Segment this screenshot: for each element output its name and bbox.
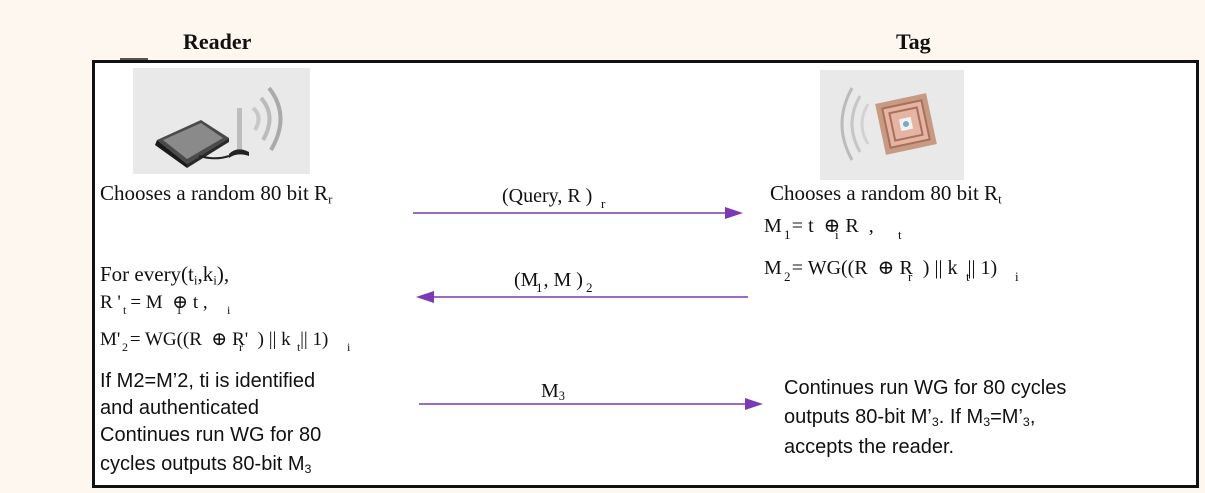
tag-m1-sub-1: 1 (784, 227, 791, 242)
frame-stub (120, 58, 148, 60)
tag-m1-equation: M = t ⊕ R , (764, 215, 874, 237)
reader-m2-sub-2: 2 (122, 340, 128, 354)
message-response-sub2: 2 (586, 280, 593, 295)
reader-for-every: For every(ti,ki), (100, 262, 230, 288)
tag-outputs-m3: outputs 80-bit M’3. If M3=M’3, (784, 406, 1036, 430)
reader-m2-sub-t: t (297, 340, 301, 354)
reader-continues: Continues run WG for 80 (100, 424, 322, 446)
rfid-reader-icon (133, 68, 310, 174)
message-m3-label: M3 (541, 380, 565, 404)
arrow-query-head (725, 207, 743, 219)
reader-rt-sub-i: i (227, 303, 231, 317)
tag-m2-sub-2: 2 (784, 269, 791, 284)
message-query-sub: r (601, 196, 606, 211)
reader-choose-random: Chooses a random 80 bit Rr (100, 181, 333, 207)
message-response-sub1: 1 (536, 280, 543, 295)
reader-header: Reader (183, 29, 252, 54)
reader-rt-sub-1: 1 (176, 303, 182, 317)
arrow-response-head (416, 291, 434, 303)
reader-rt-sub-t: t (123, 303, 127, 317)
tag-m2-sub-i: i (1015, 269, 1019, 284)
message-query-label: (Query, R ) (502, 185, 593, 207)
tag-choose-random: Chooses a random 80 bit Rt (770, 181, 1002, 207)
reader-rt-equation: R ' = M ⊕ t , (100, 292, 208, 313)
reader-m2-equation: M' = WG((R ⊕ R' ) || k || 1) (100, 329, 329, 350)
tag-m1-sub-i: i (835, 227, 839, 242)
tag-header: Tag (896, 29, 931, 54)
arrow-m3-head (745, 398, 763, 410)
message-response-label: (M , M ) (514, 269, 583, 291)
reader-if-identified: If M2=M’2, ti is identified (100, 370, 316, 392)
tag-m2-sub-t: t (966, 269, 970, 284)
reader-authenticated: and authenticated (100, 397, 260, 419)
rfid-tag-icon (820, 70, 964, 180)
reader-outputs-m3: cycles outputs 80-bit M3 (100, 453, 312, 477)
tag-m1-sub-t: t (898, 227, 902, 242)
reader-m2-sub-r: r (239, 340, 243, 354)
tag-m2-equation: M = WG((R ⊕ R ) || k || 1) (764, 257, 998, 279)
reader-m2-sub-i: i (347, 340, 351, 354)
tag-continues: Continues run WG for 80 cycles (784, 377, 1067, 399)
tag-accepts-reader: accepts the reader. (784, 436, 955, 458)
tag-m2-sub-r: r (908, 269, 913, 284)
